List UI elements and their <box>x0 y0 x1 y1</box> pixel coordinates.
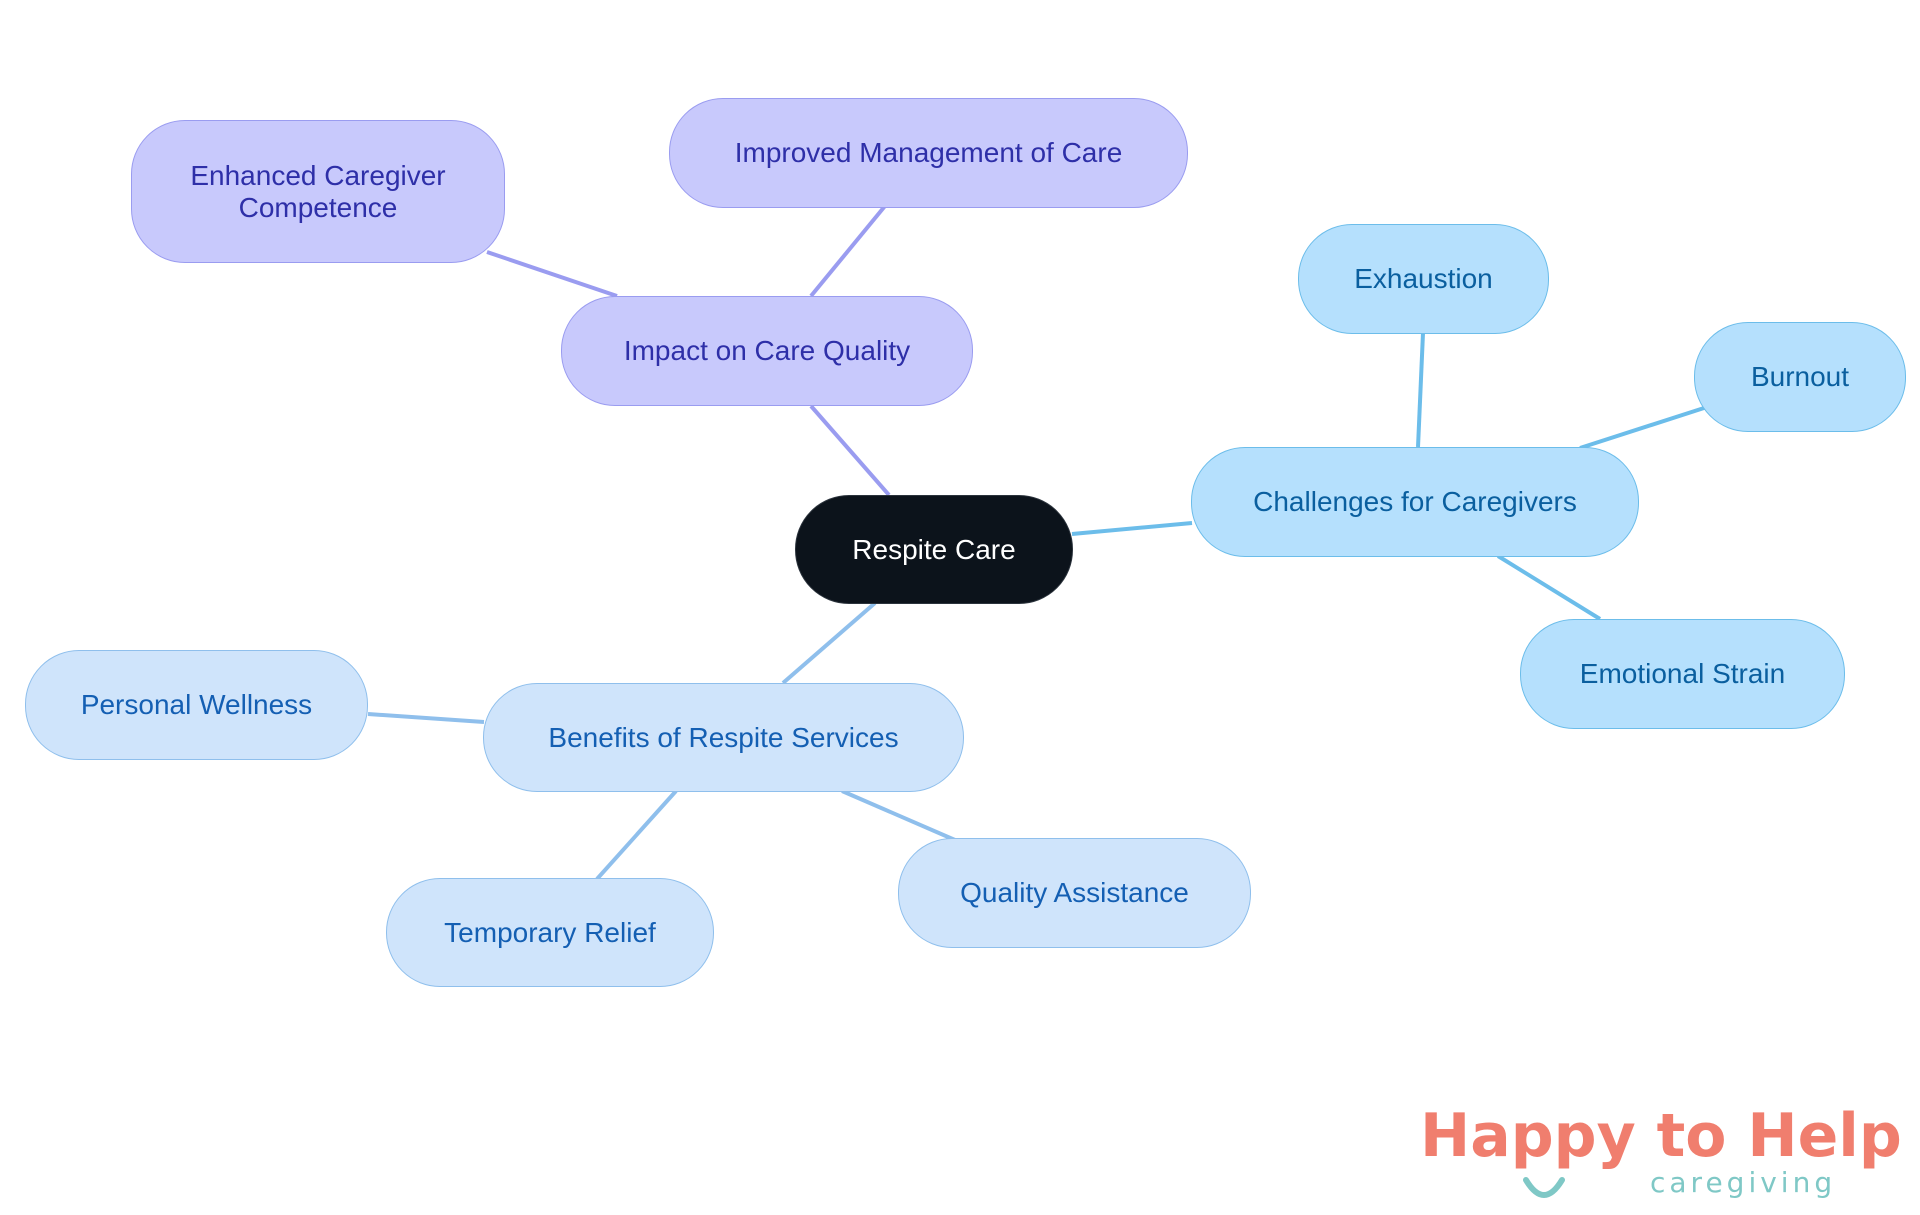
node-temporary-relief[interactable]: Temporary Relief <box>386 878 714 987</box>
node-label: Exhaustion <box>1354 263 1493 294</box>
node-impact-on-care-quality[interactable]: Impact on Care Quality <box>561 296 973 406</box>
node-label: Quality Assistance <box>960 877 1189 908</box>
edge-benefits-relief <box>595 789 678 881</box>
node-label: Improved Management of Care <box>734 137 1123 168</box>
node-burnout[interactable]: Burnout <box>1694 322 1906 432</box>
edge-impact-competence <box>486 250 618 298</box>
brand-logo: Happy to Help caregiving <box>1420 1100 1902 1210</box>
node-label: Benefits of Respite Services <box>548 721 899 753</box>
node-emotional-strain[interactable]: Emotional Strain <box>1520 619 1845 729</box>
edge-challenges-exhaustion <box>1416 332 1425 448</box>
smile-icon <box>1523 1177 1565 1198</box>
node-benefits-of-respite-services[interactable]: Benefits of Respite Services <box>483 683 964 792</box>
edge-root-impact <box>809 404 891 497</box>
node-personal-wellness[interactable]: Personal Wellness <box>25 650 368 760</box>
node-label: Respite Care <box>852 533 1016 565</box>
node-label: Burnout <box>1750 361 1850 392</box>
node-improved-management-of-care[interactable]: Improved Management of Care <box>669 98 1188 208</box>
node-challenges-for-caregivers[interactable]: Challenges for Caregivers <box>1191 447 1639 557</box>
node-label: Emotional Strain <box>1579 658 1786 689</box>
node-exhaustion[interactable]: Exhaustion <box>1298 224 1549 334</box>
node-label: Personal Wellness <box>80 689 313 720</box>
edge-root-challenges <box>1071 521 1193 536</box>
edge-benefits-quality <box>841 789 956 842</box>
node-quality-assistance[interactable]: Quality Assistance <box>898 838 1251 948</box>
node-respite-care[interactable]: Respite Care <box>795 495 1073 604</box>
node-label: Temporary Relief <box>444 916 656 948</box>
edge-root-benefits <box>781 601 877 685</box>
node-label: Enhanced Caregiver Competence <box>190 159 446 223</box>
edge-challenges-burnout <box>1579 406 1705 450</box>
node-label: Challenges for Caregivers <box>1253 486 1577 517</box>
node-enhanced-caregiver-competence[interactable]: Enhanced Caregiver Competence <box>131 120 505 263</box>
edge-benefits-wellness <box>367 712 485 724</box>
edge-challenges-strain <box>1496 554 1602 621</box>
edge-impact-management <box>809 204 887 298</box>
logo-subtitle: caregiving <box>1650 1166 1837 1199</box>
logo-title: Happy to Help <box>1420 1101 1902 1171</box>
node-label: Impact on Care Quality <box>623 335 911 366</box>
